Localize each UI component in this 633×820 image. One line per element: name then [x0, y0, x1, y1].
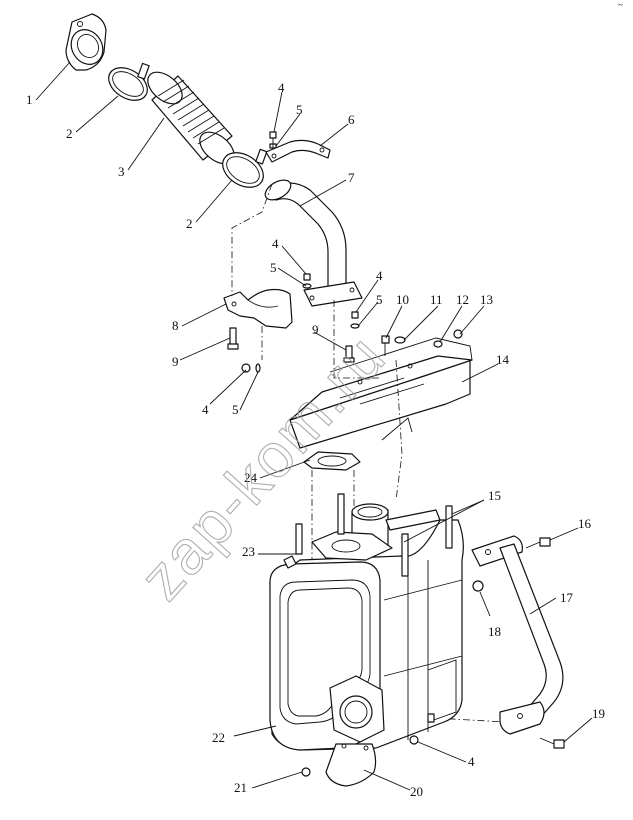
callout-24: 24: [244, 470, 258, 485]
callout-14: 14: [496, 352, 510, 367]
callout-23: 23: [242, 544, 255, 559]
muffler-inlet-pipe: [311, 503, 393, 561]
part-24-gasket: [303, 451, 361, 471]
callout-9: 9: [312, 322, 319, 337]
callout-12: 12: [456, 292, 469, 307]
callout-18: 18: [488, 624, 501, 639]
callout-2: 2: [66, 126, 73, 141]
part-17-support-arm: [471, 535, 564, 735]
callout-21: 21: [234, 780, 247, 795]
callout-9: 9: [172, 354, 179, 369]
callout-19: 19: [592, 706, 605, 721]
part-19-bolt: [539, 737, 565, 749]
part-23-bolt: [283, 523, 303, 569]
part-16-bolt: [525, 537, 551, 549]
part-4-5-fasteners-left: [241, 363, 261, 373]
part-18-nut: [472, 580, 484, 592]
corner-mark: ~: [618, 0, 623, 10]
callout-labels: 1 2 3 2 4 5 6 7 4 5 4 5 8 9 9 4 5 10 11 …: [26, 80, 605, 799]
callout-4: 4: [278, 80, 285, 95]
callout-2: 2: [186, 216, 193, 231]
part-11-washer: [394, 336, 406, 344]
callout-20: 20: [410, 784, 423, 799]
callout-5: 5: [232, 402, 239, 417]
callout-22: 22: [212, 730, 225, 745]
part-1-inlet-flange: [65, 13, 107, 71]
callout-4: 4: [272, 236, 279, 251]
part-14-mounting-frame: [289, 337, 473, 449]
part-9-bolt-right: [343, 345, 355, 363]
callout-leaders: [35, 61, 593, 791]
part-2-band-clamp-upper: [108, 62, 150, 101]
part-21-nut: [301, 767, 311, 777]
callout-4: 4: [376, 268, 383, 283]
callout-4: 4: [468, 754, 475, 769]
callout-11: 11: [430, 292, 443, 307]
callout-5: 5: [270, 260, 277, 275]
part-2-band-clamp-lower: [222, 148, 268, 188]
callout-1: 1: [26, 92, 33, 107]
part-3-flexible-pipe: [147, 71, 235, 165]
part-15-studs: [337, 493, 453, 577]
assembly-center-lines: [231, 183, 507, 723]
callout-15: 15: [488, 488, 501, 503]
part-4-nut-lower: [409, 713, 435, 745]
part-13-nut: [453, 329, 463, 339]
callout-4: 4: [202, 402, 209, 417]
callout-10: 10: [396, 292, 409, 307]
part-6-pipe-bracket: [265, 139, 331, 163]
part-20-outlet-plate: [325, 743, 377, 787]
callout-7: 7: [348, 170, 355, 185]
callout-17: 17: [560, 590, 574, 605]
part-8-u-bracket: [223, 288, 293, 329]
callout-6: 6: [348, 112, 355, 127]
part-4-5-fasteners-mid: [302, 273, 312, 289]
muffler-outlet: [329, 675, 385, 743]
part-4-5-fasteners-right: [350, 311, 360, 329]
callout-8: 8: [172, 318, 179, 333]
part-9-bolt-left: [227, 327, 239, 350]
callout-5: 5: [376, 292, 383, 307]
callout-13: 13: [480, 292, 493, 307]
part-10-bolt: [381, 335, 390, 356]
callout-5: 5: [296, 102, 303, 117]
part-12-washer: [433, 340, 443, 348]
callout-16: 16: [578, 516, 592, 531]
callout-3: 3: [118, 164, 125, 179]
